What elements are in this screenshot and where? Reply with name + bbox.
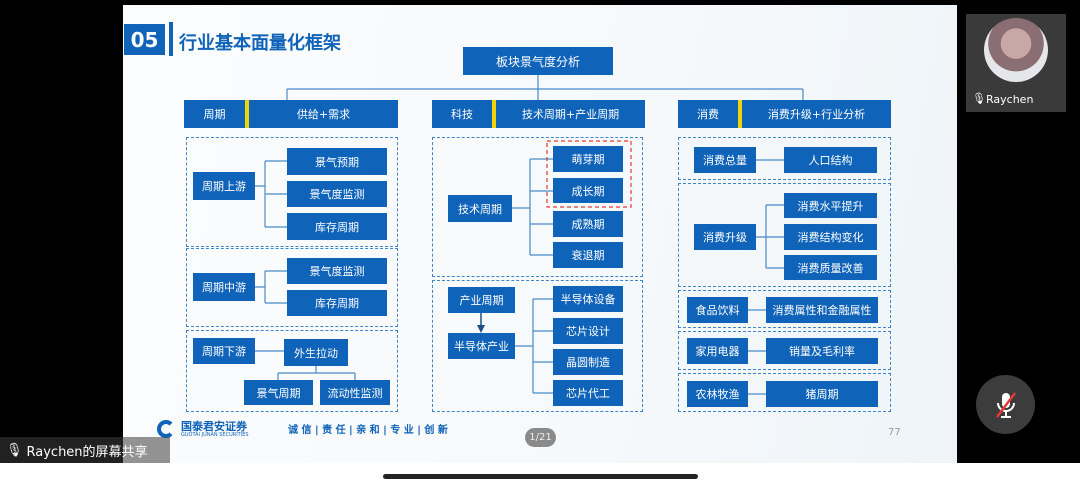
- accent-bar: [245, 100, 249, 128]
- tech-cycle-label: 技术周期: [448, 195, 512, 222]
- downstream-label: 周期下游: [193, 338, 255, 364]
- slogan: 诚 信 | 责 任 | 亲 和 | 专 业 | 创 新: [288, 425, 448, 436]
- page-indicator: 1/21: [525, 428, 556, 447]
- section-number: 05: [124, 24, 165, 55]
- participant-name: Raychen: [986, 93, 1034, 106]
- node: 销量及毛利率: [766, 338, 878, 364]
- node: 萌芽期: [553, 146, 623, 172]
- accent-bar: [738, 100, 742, 128]
- node: 猪周期: [766, 381, 878, 407]
- node: 消费水平提升: [784, 193, 877, 218]
- participant-video-tile[interactable]: 🎙 Raychen: [966, 14, 1066, 112]
- consumption-upgrade-group: [678, 183, 891, 287]
- industry-cycle-label: 产业周期: [448, 287, 515, 313]
- company-name: 国泰君安证券: [181, 420, 247, 433]
- node: 芯片代工: [553, 380, 623, 406]
- node: 景气预期: [287, 148, 387, 175]
- node: 成长期: [553, 178, 623, 203]
- node: 人口结构: [784, 147, 877, 173]
- company-logo-icon: [157, 420, 175, 438]
- tech-cycle-group: [432, 137, 643, 277]
- screen-share-label: 🎙Raychen的屏幕共享: [0, 437, 170, 463]
- node: 食品饮料: [687, 297, 748, 323]
- node: 消费总量: [694, 147, 756, 173]
- col3-header: 消费升级+行业分析: [742, 100, 891, 128]
- home-indicator[interactable]: [383, 474, 698, 479]
- appliance-group: [678, 331, 891, 370]
- node: 晶圆制造: [553, 349, 623, 375]
- col2-tag: 科技: [432, 100, 492, 128]
- highlight-box: [546, 140, 632, 208]
- upstream-label: 周期上游: [193, 172, 255, 200]
- node: 成熟期: [553, 211, 623, 237]
- node: 半导体设备: [553, 286, 623, 312]
- midstream-group: [186, 248, 398, 327]
- mic-icon: 🎙: [972, 92, 986, 105]
- midstream-label: 周期中游: [193, 273, 255, 301]
- mic-muted-icon: [995, 391, 1016, 418]
- node: 流动性监测: [320, 380, 390, 405]
- mute-toggle-button[interactable]: [976, 375, 1035, 434]
- node: 库存周期: [287, 290, 387, 316]
- industry-cycle-group: [432, 280, 643, 412]
- consumption-total-group: [678, 137, 891, 180]
- slide-title: 行业基本面量化框架: [179, 33, 341, 54]
- node: 外生拉动: [284, 339, 348, 366]
- food-group: [678, 290, 891, 328]
- title-divider: [169, 22, 173, 56]
- node: 消费结构变化: [784, 224, 877, 250]
- upstream-group: [186, 137, 398, 247]
- agri-group: [678, 373, 891, 412]
- col1-header: 供给+需求: [249, 100, 398, 128]
- root-box: 板块景气度分析: [463, 47, 613, 75]
- node: 农林牧渔: [687, 381, 748, 407]
- company-name-en: GUOTAI JUNAN SECURITIES: [181, 432, 249, 438]
- col2-header: 技术周期+产业周期: [496, 100, 645, 128]
- node: 芯片设计: [553, 318, 623, 344]
- node: 消费质量改善: [784, 255, 877, 280]
- node: 库存周期: [287, 213, 387, 240]
- node: 消费升级: [694, 224, 756, 250]
- node: 景气度监测: [287, 258, 387, 284]
- page-number: 77: [888, 427, 901, 438]
- col1-tag: 周期: [184, 100, 245, 128]
- node: 消费属性和金融属性: [766, 297, 878, 323]
- share-label-text: Raychen的屏幕共享: [26, 444, 148, 460]
- node: 家用电器: [687, 338, 748, 364]
- mic-icon: 🎙: [6, 442, 23, 458]
- avatar: [984, 18, 1048, 82]
- downstream-group: [186, 330, 398, 412]
- node: 半导体产业: [448, 333, 515, 359]
- accent-bar: [492, 100, 496, 128]
- node: 景气度监测: [287, 181, 387, 207]
- node: 景气周期: [244, 380, 313, 405]
- node: 衰退期: [553, 242, 623, 268]
- col3-tag: 消费: [678, 100, 738, 128]
